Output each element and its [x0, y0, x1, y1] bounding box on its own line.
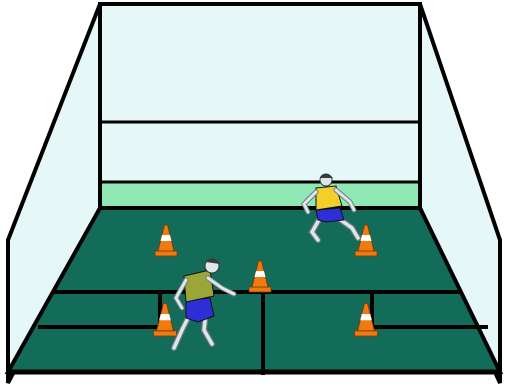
tin-strip [102, 182, 418, 206]
front-player-shirt [184, 270, 214, 302]
back-player-shorts [316, 208, 344, 222]
front-wall [100, 4, 420, 208]
